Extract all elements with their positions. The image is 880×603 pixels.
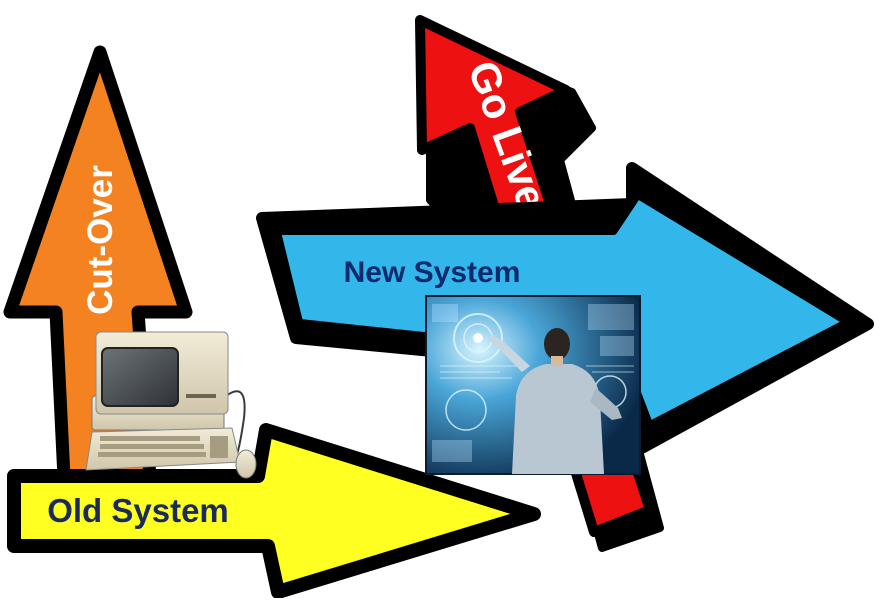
person-silhouette — [488, 328, 622, 474]
person-neck — [551, 356, 563, 366]
person-raised-arm — [488, 334, 530, 372]
monitor-screen — [101, 347, 179, 407]
old-system-arrow-shape — [7, 423, 541, 599]
person-head — [544, 328, 570, 360]
futuristic-touchscreen-user-photo — [425, 295, 641, 475]
cut-over-label: Cut-Over — [81, 165, 120, 315]
old-system-arrow: Old System — [7, 423, 541, 599]
keyboard-keys — [98, 436, 228, 458]
hud-lines — [440, 365, 634, 379]
disk-drive-slot — [186, 394, 216, 398]
new-system-label: New System — [344, 256, 521, 289]
person-body — [512, 364, 604, 474]
person-side-arm — [590, 388, 622, 420]
mouse-cable — [225, 390, 246, 459]
retro-desktop-computer-icon — [85, 331, 257, 479]
hud-panels — [432, 304, 634, 462]
old-system-label: Old System — [47, 492, 229, 529]
mouse — [235, 449, 257, 479]
